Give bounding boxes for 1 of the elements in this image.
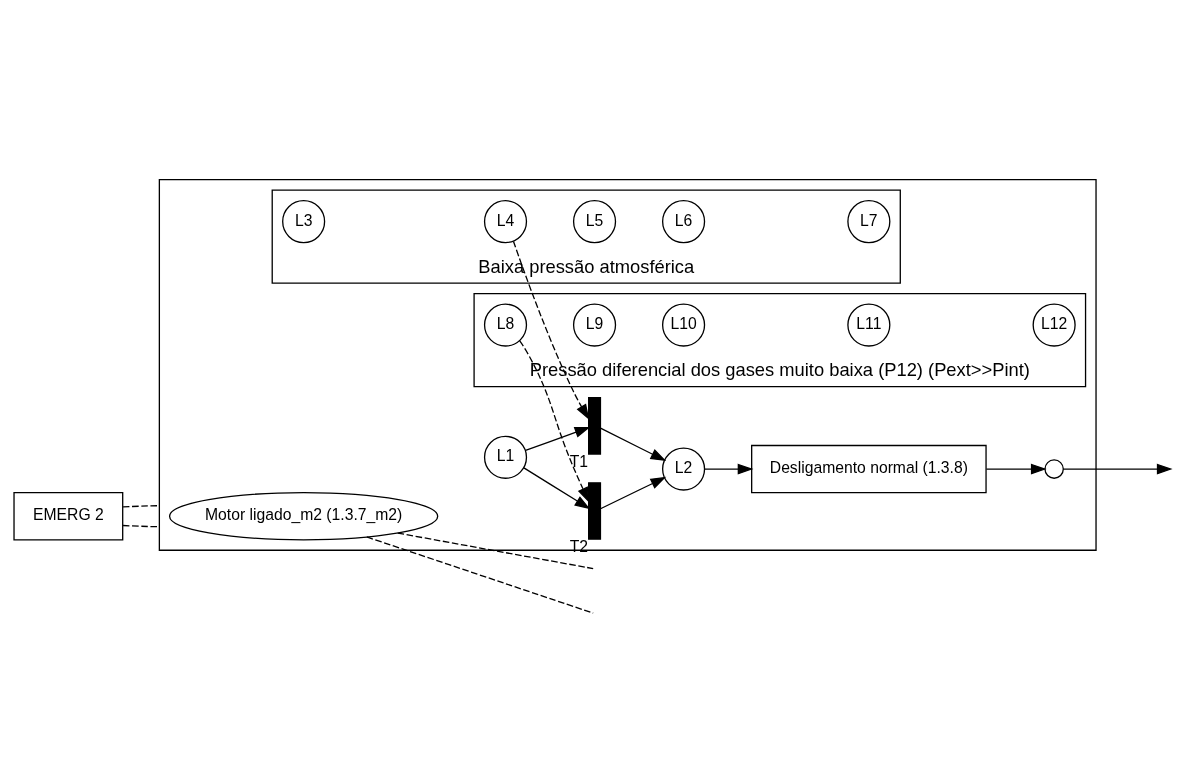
node-label: T1 (569, 452, 588, 470)
